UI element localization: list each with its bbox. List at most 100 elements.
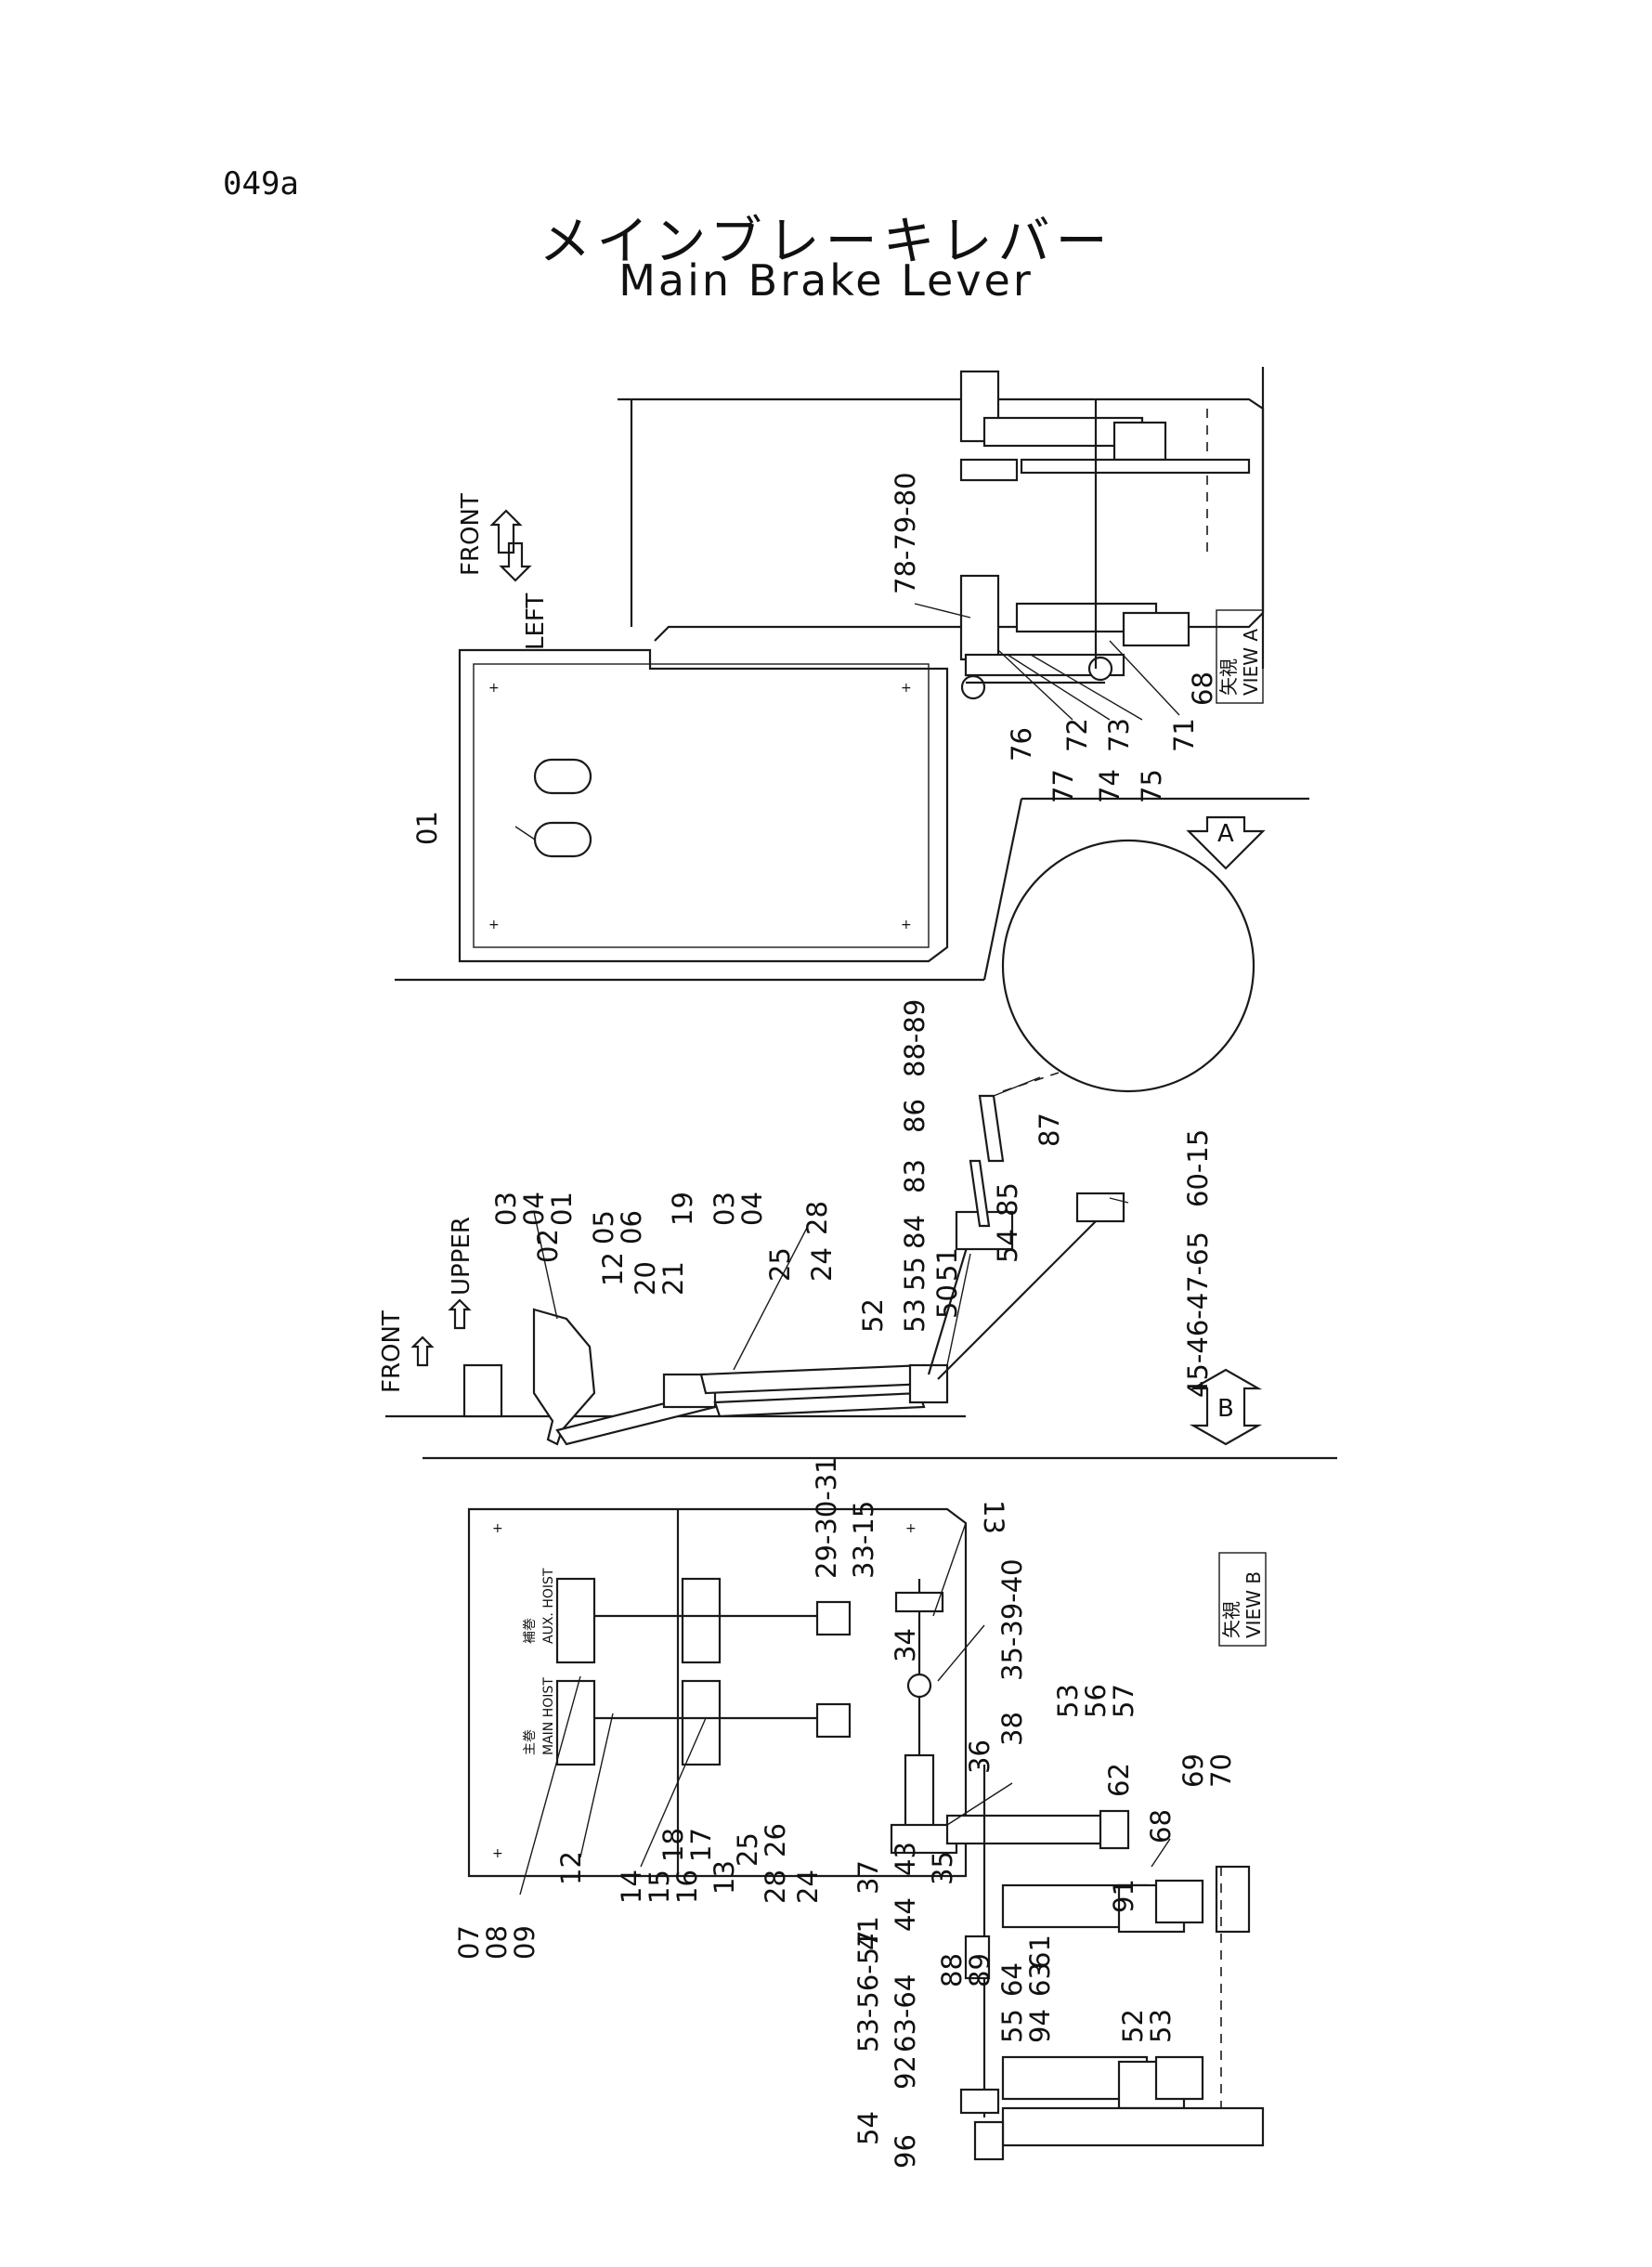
- view-b-arrow-letter: B: [1217, 1395, 1234, 1423]
- direction-front-side: FRONT: [378, 1310, 406, 1393]
- callout-55-b: 55: [996, 2009, 1028, 2043]
- callout-04-left: 04: [518, 1192, 550, 1226]
- callout-28-b: 28: [760, 1870, 791, 1904]
- callout-35-39-40: 35-39-40: [996, 1558, 1028, 1681]
- pull-rod-2: [713, 1391, 926, 1418]
- console-block: [462, 1363, 503, 1418]
- callout-51: 51: [931, 1247, 963, 1282]
- callout-78-79-80: 78-79-80: [890, 472, 921, 594]
- aux-hoist-bracket: [681, 1577, 722, 1664]
- bellcrank: [908, 1363, 949, 1404]
- aux-hoist-label: 補巻 AUX. HOIST: [523, 1568, 556, 1644]
- svg-text:AUX. HOIST: AUX. HOIST: [541, 1568, 556, 1644]
- bracket-60: [1075, 1192, 1125, 1223]
- cab-floor-plate: [458, 648, 949, 963]
- callout-41: 41: [852, 1916, 884, 1950]
- rod-83: [978, 1094, 1005, 1163]
- brake-lever-handle: [532, 1308, 596, 1446]
- callout-24-b: 24: [792, 1870, 824, 1904]
- top-plan-view: + + + + A 矢視 VIEW A FRONT LEFT: [395, 367, 1309, 1093]
- callout-12-b: 12: [555, 1851, 587, 1885]
- direction-upper-side: UPPER: [448, 1217, 475, 1296]
- left-arrow-top: [499, 541, 532, 582]
- callout-06: 06: [616, 1210, 647, 1244]
- view-a-label-group: 矢視 VIEW A: [1216, 609, 1264, 704]
- brake-bracket-lower: [959, 574, 1000, 661]
- pin-35: [906, 1673, 932, 1699]
- leader-14: [640, 1717, 707, 1868]
- callout-52-b: 52: [1117, 2009, 1149, 2043]
- view-b-text: VIEW B: [1242, 1571, 1265, 1638]
- callout-26: 26: [760, 1823, 791, 1857]
- leader-12: [579, 1713, 614, 1858]
- fitting-69: [1154, 1879, 1204, 1924]
- callout-20: 20: [630, 1261, 661, 1296]
- callout-13-b2: 13: [709, 1860, 740, 1895]
- view-a-text: VIEW A: [1240, 629, 1262, 696]
- direction-front-top: FRONT: [457, 493, 485, 576]
- callout-53-56-57: 53-56-57: [852, 1930, 884, 2052]
- fitting-lower: [1154, 2055, 1204, 2101]
- callout-45-46-47-65: 45-46-47-65: [1182, 1231, 1214, 1398]
- pivot-pin: [1087, 656, 1113, 682]
- callout-56-b: 56: [1080, 1684, 1112, 1718]
- view-b-arrow: [1189, 1368, 1263, 1446]
- leader-07: [519, 1675, 581, 1896]
- rod-37: [904, 1753, 935, 1831]
- side-view: B FRONT UPPER: [378, 1072, 1263, 1446]
- direction-left-top: LEFT: [522, 593, 550, 650]
- callout-03-right: 03: [709, 1192, 740, 1226]
- main-clevis: [815, 1702, 852, 1739]
- callout-09: 09: [509, 1925, 540, 1960]
- callout-36: 36: [964, 1739, 995, 1774]
- callout-53-mid: 53: [899, 1298, 930, 1333]
- bracket-61: [964, 1935, 991, 1980]
- phantom-line-1: [1002, 1072, 1060, 1092]
- callout-94: 94: [1024, 2009, 1056, 2043]
- callout-63-64: 63-64: [890, 1974, 921, 2052]
- callout-71: 71: [1168, 718, 1200, 752]
- callout-87: 87: [1034, 1113, 1065, 1147]
- callout-53-b: 53: [1052, 1684, 1084, 1718]
- view-a-kanji: 矢視: [1217, 658, 1240, 696]
- callout-17: 17: [685, 1828, 717, 1862]
- link-rod-50: [927, 1234, 972, 1375]
- leader-72: [1007, 654, 1111, 721]
- callout-16: 16: [671, 1870, 703, 1904]
- callout-75: 75: [1136, 769, 1167, 803]
- link-13: [894, 1591, 944, 1613]
- callout-88-89-mid: 88-89: [899, 999, 930, 1077]
- callouts-bottom: 13 29-30-31 33-15 35-39-40 34 53 56 57 3…: [453, 1456, 1237, 2169]
- lever-clevis-upper: [959, 458, 1019, 482]
- cross-mark-3: +: [488, 918, 500, 932]
- callout-54-b: 54: [852, 2111, 884, 2145]
- callout-43: 43: [890, 1842, 921, 1876]
- leader-13: [932, 1522, 967, 1617]
- leader-53: [946, 1782, 1013, 1826]
- callout-19: 19: [667, 1192, 698, 1226]
- callout-24-mid: 24: [806, 1247, 838, 1282]
- title-english: Main Brake Lever: [618, 255, 1034, 306]
- brake-cylinder-upper: [1112, 421, 1167, 462]
- leader-01-top: [514, 826, 536, 840]
- callout-03-left: 03: [490, 1192, 522, 1226]
- leader-76: [997, 649, 1073, 721]
- cab-floor-inner: [473, 663, 930, 948]
- callout-68-b: 68: [1145, 1809, 1177, 1844]
- cross-mark-1: +: [488, 681, 500, 696]
- cab-panel-outline: [467, 1507, 968, 1878]
- svg-text:主巻: 主巻: [523, 1729, 538, 1755]
- leader-25: [733, 1225, 809, 1371]
- end-plate-upper: [1215, 1865, 1251, 1934]
- view-b-label-group: 矢視 VIEW B: [1218, 1552, 1267, 1647]
- pull-rod-1: [699, 1363, 930, 1395]
- callouts-middle: 88-89 86 83 84 87 85 54 55 53 51 52 50 0…: [490, 999, 1214, 1398]
- callout-63-b: 63: [1024, 1962, 1056, 1997]
- leader-71: [1109, 640, 1180, 716]
- leader-68: [1151, 1838, 1171, 1868]
- svg-text:FRONT: FRONT: [378, 1310, 406, 1393]
- front-arrow-side: [410, 1335, 435, 1367]
- callout-02: 02: [532, 1229, 564, 1263]
- rod-84: [969, 1159, 991, 1228]
